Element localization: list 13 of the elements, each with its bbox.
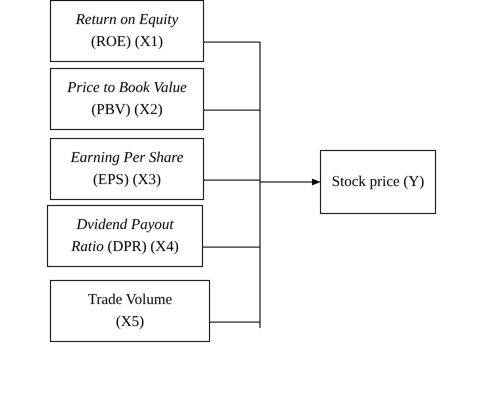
box-label: Return on Equity (ROE) (X1) [74, 11, 180, 52]
variable-box [50, 280, 210, 342]
variable-box [50, 0, 204, 62]
box-label: Dvidend Payout Ratio (DPR) (X4) [70, 216, 180, 257]
arrow [210, 178, 320, 323]
variable-box [50, 138, 204, 200]
box-label: Price to Book Value (PBV) (X2) [66, 79, 188, 120]
variable-box [47, 205, 203, 267]
variable-box [50, 68, 204, 130]
outcome-box [320, 150, 436, 214]
box-label: Trade Volume (X5) [86, 291, 174, 332]
box-label: Earning Per Share (EPS) (X3) [70, 149, 184, 190]
box-label: Stock price (Y) [330, 173, 426, 192]
